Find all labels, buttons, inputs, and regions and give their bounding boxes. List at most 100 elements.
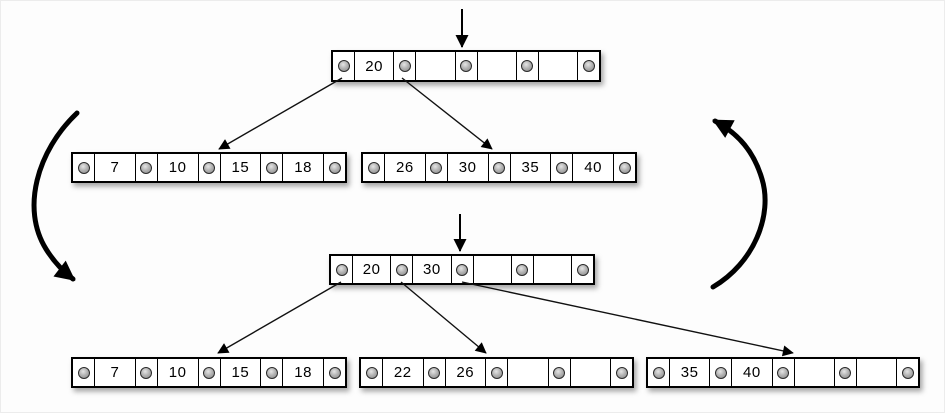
pointer-cell (424, 359, 446, 386)
pointer-circle-icon (365, 366, 378, 379)
pointer-cell (614, 154, 635, 181)
btree-node-bottom-right-child: 35 40 (646, 357, 920, 388)
pointer-cell (324, 359, 345, 386)
split-transition-right-arrow (710, 118, 768, 290)
key-cell: 30 (448, 154, 489, 181)
pointer-cell (512, 256, 534, 283)
key-cell (478, 52, 517, 80)
btree-node-top-right-child: 26 30 35 40 (361, 152, 637, 183)
pointer-cell (331, 256, 353, 283)
pointer-cell (611, 359, 632, 386)
pointer-cell (199, 359, 221, 386)
key-cell: 35 (511, 154, 552, 181)
key-cell (416, 52, 456, 80)
key-cell: 35 (670, 359, 711, 386)
key-cell: 20 (353, 256, 392, 283)
pointer-circle-icon (203, 366, 215, 379)
pointer-cell (517, 52, 539, 80)
pointer-cell (456, 52, 478, 80)
pointer-circle-icon (516, 263, 529, 276)
key-cell (508, 359, 549, 386)
pointer-circle-icon (328, 366, 341, 379)
key-cell: 7 (95, 359, 136, 386)
pointer-cell (489, 154, 511, 181)
pointer-circle-icon (77, 366, 90, 379)
pointer-cell (452, 256, 474, 283)
key-cell (539, 52, 578, 80)
key-cell: 10 (158, 359, 199, 386)
pointer-circle-icon (328, 161, 341, 174)
pointer-circle-icon (265, 366, 278, 379)
pointer-circle-icon (140, 366, 153, 379)
key-cell: 22 (383, 359, 424, 386)
key-cell: 20 (355, 52, 395, 80)
pointer-circle-icon (460, 60, 472, 72)
pointer-cell (324, 154, 345, 181)
key-cell: 18 (283, 154, 324, 181)
pointer-circle-icon (337, 60, 350, 72)
key-cell: 15 (221, 359, 262, 386)
key-cell: 40 (732, 359, 773, 386)
pointer-circle-icon (398, 60, 411, 72)
pointer-circle-icon (555, 161, 568, 174)
pointer-cell (333, 52, 355, 80)
pointer-circle-icon (521, 60, 534, 72)
bottom-root-to-left-child-arrow (217, 281, 342, 354)
pointer-circle-icon (576, 263, 589, 276)
pointer-circle-icon (553, 366, 565, 379)
pointer-circle-icon (901, 366, 914, 379)
key-cell: 26 (446, 359, 486, 386)
pointer-circle-icon (265, 161, 278, 174)
pointer-circle-icon (77, 161, 90, 174)
bottom-root-to-right-child-arrow (461, 281, 794, 357)
pointer-cell (773, 359, 795, 386)
top-root-to-right-child-arrow (401, 77, 493, 150)
pointer-circle-icon (395, 263, 408, 276)
key-cell: 30 (413, 256, 452, 283)
bottom-root-to-middle-child-arrow (400, 281, 487, 354)
pointer-cell (394, 52, 417, 80)
pointer-cell (199, 154, 221, 181)
pointer-circle-icon (430, 161, 443, 174)
pointer-circle-icon (140, 161, 153, 174)
pointer-cell (136, 359, 158, 386)
key-cell: 10 (158, 154, 199, 181)
pointer-circle-icon (493, 161, 505, 174)
pointer-cell (551, 154, 574, 181)
key-cell: 15 (221, 154, 262, 181)
key-cell (571, 359, 611, 386)
pointer-circle-icon (582, 60, 595, 72)
split-transition-left-arrow (31, 110, 80, 282)
pointer-cell (391, 256, 414, 283)
pointer-cell (426, 154, 448, 181)
key-cell: 26 (385, 154, 426, 181)
pointer-cell (73, 359, 95, 386)
pointer-circle-icon (618, 161, 631, 174)
pointer-circle-icon (490, 366, 503, 379)
key-cell (474, 256, 512, 283)
pointer-circle-icon (203, 161, 215, 174)
pointer-cell (73, 154, 95, 181)
key-cell: 40 (573, 154, 614, 181)
pointer-cell (261, 154, 284, 181)
pointer-cell (549, 359, 571, 386)
btree-node-bottom-middle-child: 22 26 (359, 357, 634, 388)
pointer-cell (648, 359, 670, 386)
pointer-circle-icon (367, 161, 380, 174)
key-cell (857, 359, 897, 386)
pointer-circle-icon (335, 263, 348, 276)
pointer-circle-icon (777, 366, 789, 379)
pointer-circle-icon (714, 366, 727, 379)
top-root-to-left-child-arrow (218, 77, 343, 150)
btree-node-top-root: 20 (331, 50, 601, 82)
pointer-cell (578, 52, 599, 80)
key-cell (795, 359, 835, 386)
pointer-cell (835, 359, 857, 386)
key-cell: 7 (95, 154, 136, 181)
pointer-cell (572, 256, 593, 283)
pointer-cell (710, 359, 733, 386)
pointer-cell (486, 359, 508, 386)
pointer-cell (261, 359, 284, 386)
